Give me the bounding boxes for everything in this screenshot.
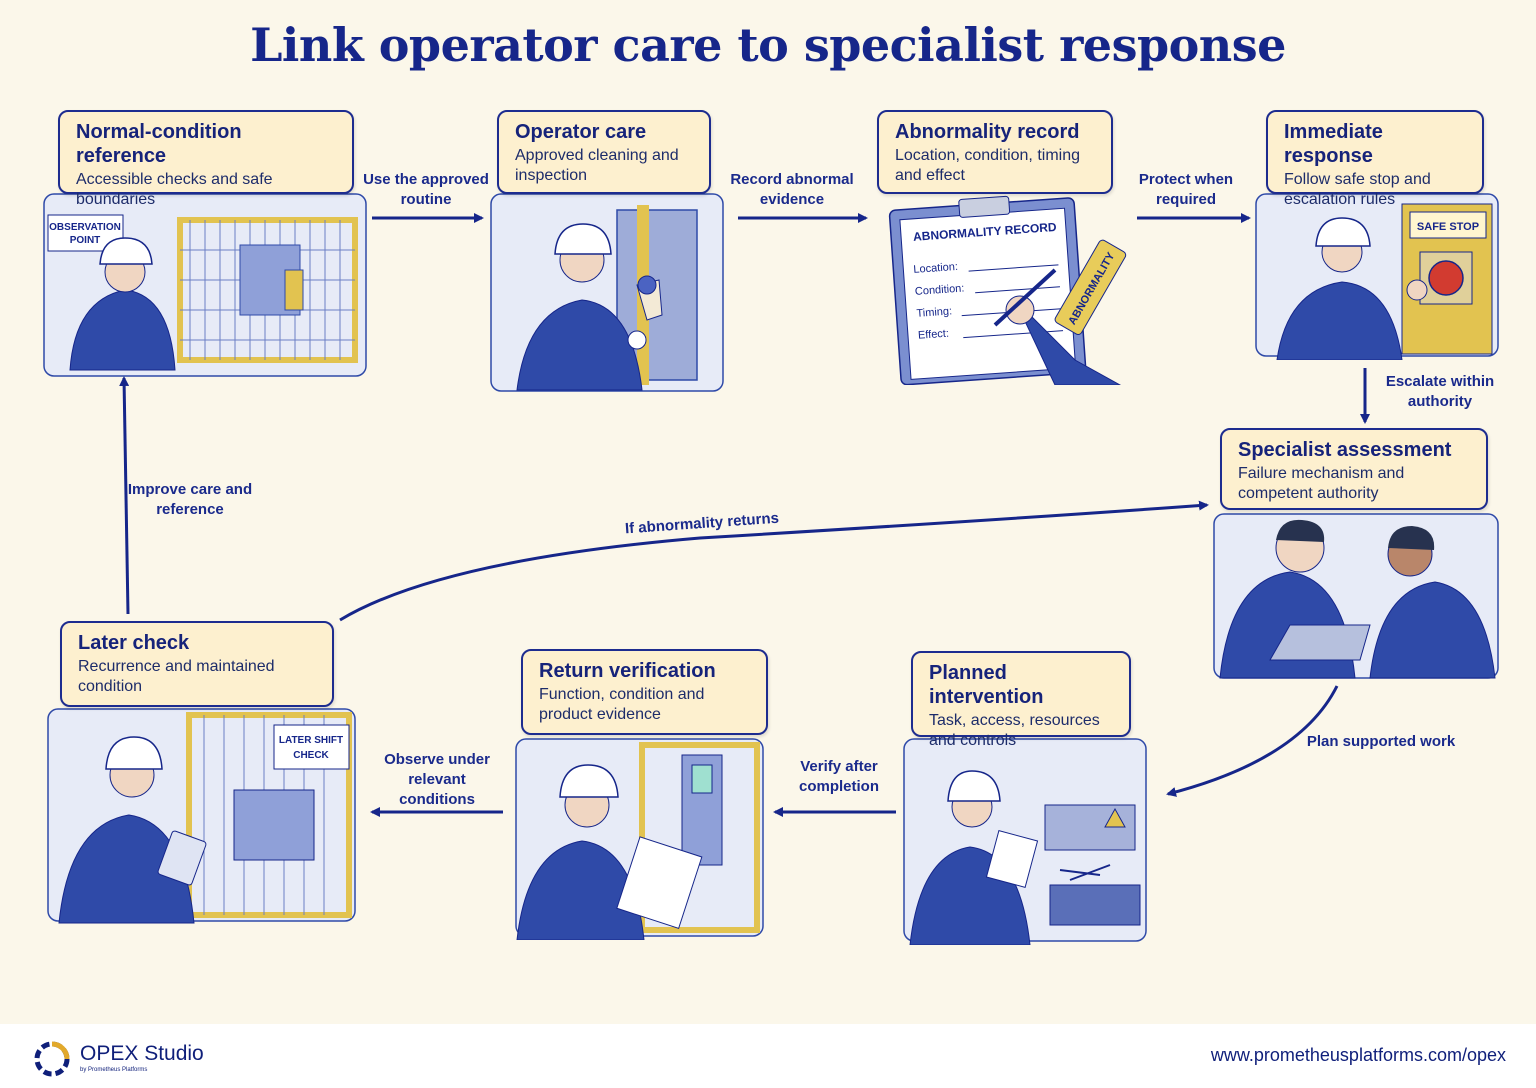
illustration-return-verification	[515, 738, 764, 940]
card-abnormality-record: Abnormality record Location, condition, …	[877, 110, 1113, 194]
illustration-specialist-assessment	[1213, 513, 1499, 679]
arrow-label-8: Improve care and reference	[127, 481, 253, 518]
arrow-label-7: Observe under relevant conditions	[384, 751, 490, 808]
card-title: Later check	[78, 632, 190, 654]
page-title: Link operator care to specialist respons…	[250, 18, 1286, 72]
card-specialist-assessment: Specialist assessment Failure mechanism …	[1220, 428, 1488, 510]
card-planned-intervention: Planned intervention Task, access, resou…	[911, 651, 1131, 749]
card-immediate-response: Immediate response Follow safe stop and …	[1266, 110, 1484, 208]
card-later-check: Later check Recurrence and maintained co…	[60, 621, 334, 707]
arrow-label-2: Record abnormal evidence	[730, 171, 854, 208]
illustration-normal-condition: OBSERVATION POINT	[43, 193, 367, 377]
illustration-immediate-response: SAFE STOP	[1255, 193, 1499, 360]
arrow-label-4: Escalate within authority	[1385, 373, 1495, 410]
illustration-operator-care	[490, 193, 724, 392]
card-title: Abnormality record	[895, 121, 1080, 143]
sign-later-shift-line1: LATER SHIFT	[279, 735, 343, 746]
arrow-8	[119, 376, 130, 615]
form-field-condition: Condition:	[915, 282, 965, 297]
illustration-abnormality-record: ABNORMALITY RECORD Location: Condition: …	[888, 195, 1127, 385]
card-description: Task, access, resources and controls	[929, 712, 1100, 749]
arrow-label-6: Verify after completion	[798, 758, 879, 795]
sign-observation-line2: POINT	[70, 235, 101, 246]
card-return-verification: Return verification Function, condition …	[521, 649, 768, 735]
sign-later-shift-line2: CHECK	[293, 750, 329, 761]
card-description: Function, condition and product evidence	[539, 686, 705, 723]
illustration-later-check: LATER SHIFT CHECK	[47, 708, 356, 924]
card-title: Normal-condition reference	[76, 121, 242, 167]
card-title: Immediate response	[1284, 121, 1383, 167]
illustration-planned-intervention	[903, 738, 1147, 945]
brand-name: OPEX Studio	[80, 1042, 204, 1065]
sign-safe-stop: SAFE STOP	[1417, 221, 1479, 233]
arrow-label-5: Plan supported work	[1306, 733, 1456, 750]
card-description: Failure mechanism and competent authorit…	[1238, 465, 1405, 502]
form-field-timing: Timing:	[916, 305, 952, 319]
opex-logo-icon	[34, 1041, 70, 1077]
card-title: Operator care	[515, 121, 647, 143]
form-field-effect: Effect:	[918, 328, 950, 342]
card-title: Specialist assessment	[1238, 439, 1452, 461]
card-operator-care: Operator care Approved cleaning and insp…	[497, 110, 711, 194]
card-normal-condition-reference: Normal-condition reference Accessible ch…	[58, 110, 354, 208]
footer	[0, 1024, 1536, 1088]
card-description: Recurrence and maintained condition	[78, 658, 275, 695]
card-description: Follow safe stop and escalation rules	[1284, 171, 1431, 208]
arrow-label-3: Protect when required	[1138, 171, 1234, 208]
card-description: Approved cleaning and inspection	[515, 147, 679, 184]
arrow-9	[339, 500, 1209, 622]
footer-url[interactable]: www.prometheusplatforms.com/opex	[1210, 1045, 1506, 1065]
card-title: Planned intervention	[929, 662, 1044, 708]
arrow-label-1: Use the approved routine	[363, 171, 489, 208]
card-description: Accessible checks and safe boundaries	[76, 171, 273, 208]
arrow-5	[1166, 685, 1339, 797]
card-title: Return verification	[539, 660, 716, 682]
brand-subtitle: by Prometheus Platforms	[80, 1067, 148, 1073]
sign-observation-line1: OBSERVATION	[49, 222, 121, 233]
form-field-location: Location:	[913, 261, 958, 276]
card-description: Location, condition, timing and effect	[895, 147, 1080, 184]
